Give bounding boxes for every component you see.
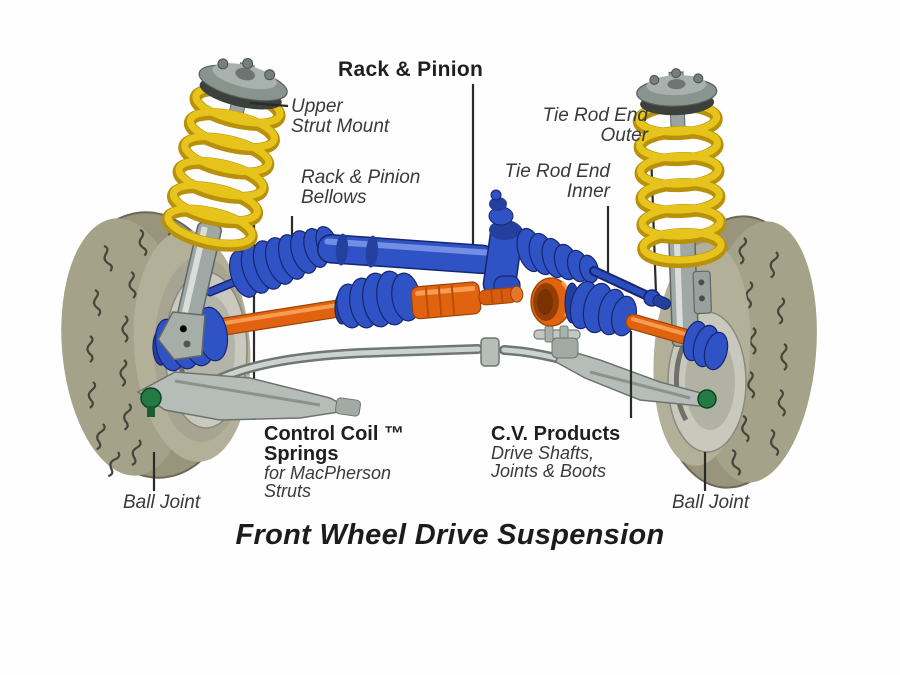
label-line: Rack & Pinion — [301, 167, 421, 188]
rack-tube — [317, 233, 497, 275]
left-steering-knuckle — [157, 311, 206, 361]
left-upper-strut-mount — [198, 57, 288, 110]
label-rack-and-pinion-bellows: Rack & Pinion Bellows — [301, 168, 420, 208]
left-inner-cv-boot — [334, 270, 421, 329]
right-control-arm — [551, 337, 717, 409]
right-inner-cv-cup — [530, 277, 572, 327]
right-outer-cv-boot — [682, 320, 729, 371]
label-control-coil-springs: Control Coil ™ Springs for MacPherson St… — [264, 424, 404, 500]
label-line: Outer — [600, 125, 648, 146]
rack-and-pinion-assembly — [205, 189, 671, 310]
right-knuckle-clamp — [692, 270, 712, 315]
label-line: Tie Rod End — [542, 105, 648, 126]
leader-tie-rod-outer — [649, 151, 658, 295]
leader-lines-front — [152, 101, 707, 491]
left-strut — [157, 57, 288, 361]
diagram-title: Front Wheel Drive Suspension — [235, 519, 665, 551]
label-line: Bellows — [301, 187, 367, 208]
right-drive-axle — [530, 277, 729, 371]
left-coil-spring — [161, 83, 286, 252]
right-ball-joint — [697, 389, 717, 409]
label-line: Control Coil ™ — [264, 423, 404, 445]
label-line: Struts — [264, 481, 312, 501]
label-tie-rod-end-inner: Tie Rod End Inner — [460, 162, 610, 202]
label-line: Inner — [566, 181, 610, 202]
leader-upper-strut-mount — [249, 101, 289, 108]
label-line: Strut Mount — [291, 116, 390, 137]
label-tie-rod-end-outer: Tie Rod End Outer — [498, 106, 648, 146]
right-strut — [632, 68, 728, 348]
label-line: Drive Shafts, — [491, 443, 595, 463]
label-line: for MacPherson — [264, 463, 392, 483]
label-ball-joint-left: Ball Joint — [123, 492, 201, 513]
label-rack-and-pinion: Rack & Pinion — [338, 58, 484, 81]
rack-bellows-left — [228, 226, 339, 298]
left-control-arm — [136, 371, 361, 421]
label-upper-strut-mount: Upper Strut Mount — [291, 97, 389, 137]
label-ball-joint-right: Ball Joint — [672, 492, 750, 513]
right-inner-cv-boot — [569, 280, 638, 337]
label-line: C.V. Products — [491, 423, 621, 445]
outer-tie-rod-end — [643, 289, 671, 310]
stabilizer-bushing-clamp — [480, 337, 500, 367]
label-line: Springs — [264, 443, 339, 465]
right-upper-strut-mount — [636, 68, 718, 116]
left-ball-joint — [140, 387, 162, 409]
left-inner-cv-joint — [410, 281, 524, 320]
label-line: Joints & Boots — [491, 461, 607, 481]
label-line: Upper — [291, 96, 343, 117]
rack-bellows-right — [516, 227, 600, 284]
label-line: Tie Rod End — [504, 161, 610, 182]
label-cv-products: C.V. Products Drive Shafts, Joints & Boo… — [491, 424, 620, 480]
right-coil-spring — [632, 100, 728, 269]
